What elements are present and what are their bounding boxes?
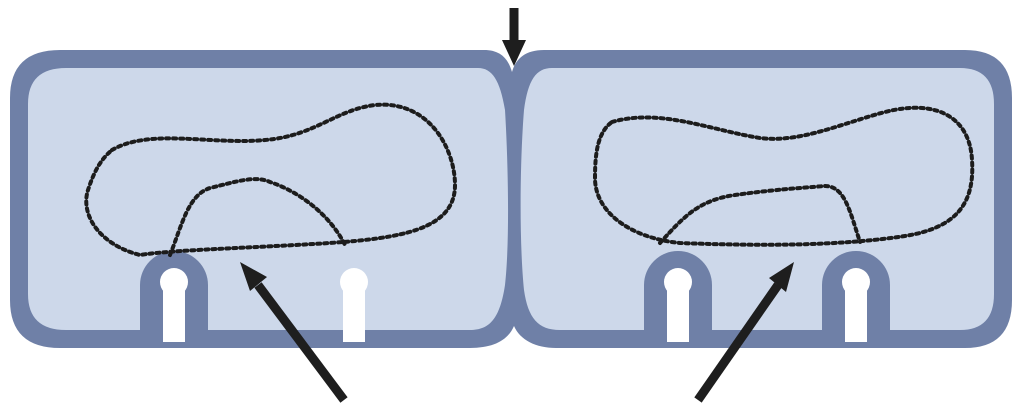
right-opening-2-channel — [845, 282, 867, 342]
right-opening-1-channel — [667, 282, 689, 342]
left-cell-body — [28, 68, 508, 330]
left-opening-2-channel — [343, 282, 365, 342]
left-opening-1-channel — [163, 282, 185, 342]
